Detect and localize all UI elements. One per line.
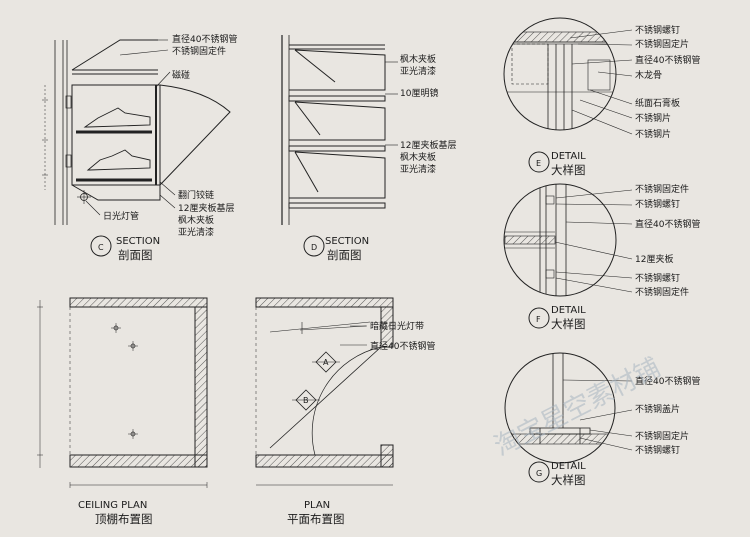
- detail-e-label-6: 不锈钢片: [635, 112, 671, 124]
- section-c-title-en: SECTION: [116, 236, 160, 247]
- section-d-label-6: 亚光清漆: [400, 163, 436, 175]
- section-c-label-2: 不锈钢固定件: [172, 45, 226, 57]
- detail-e-label-7: 不锈钢片: [635, 128, 671, 140]
- section-c-mark: C: [98, 243, 104, 252]
- detail-e-title-cn: 大样图: [551, 163, 586, 177]
- section-c-drawing: [42, 39, 231, 257]
- section-d-label-5: 枫木夹板: [400, 151, 436, 163]
- section-d-label-2: 亚光清漆: [400, 65, 436, 77]
- section-c-label-5: 12厘夹板基层: [178, 202, 234, 214]
- detail-f-mark: F: [536, 315, 541, 324]
- plan-label-2: 直径40不锈钢管: [370, 340, 435, 352]
- section-c-label-1: 直径40不锈钢管: [172, 33, 237, 45]
- detail-g-mark: G: [536, 469, 542, 478]
- detail-f-label-2: 不锈钢螺钉: [635, 198, 680, 210]
- plan-title-en: PLAN: [304, 500, 330, 511]
- section-d-mark: D: [311, 243, 317, 252]
- plan-label-1: 暗藏日光灯带: [370, 320, 424, 332]
- section-c-label-3: 磁碰: [172, 69, 190, 81]
- detail-e-label-2: 不锈钢固定片: [635, 38, 689, 50]
- detail-f-drawing: [503, 183, 633, 329]
- detail-f-title-en: DETAIL: [551, 305, 586, 316]
- plan-drawing: [255, 297, 394, 486]
- plan-marker-a: A: [323, 358, 329, 367]
- detail-g-label-3: 不锈钢固定片: [635, 430, 689, 442]
- section-c-label-4: 翻门铰链: [178, 189, 214, 201]
- section-d-drawing: [281, 35, 398, 257]
- detail-f-label-1: 不锈钢固定件: [635, 183, 689, 195]
- section-d-label-3: 10厘明镜: [400, 87, 438, 99]
- detail-g-title-cn: 大样图: [551, 473, 586, 487]
- detail-e-label-5: 纸面石膏板: [635, 97, 680, 109]
- section-d-label-1: 枫木夹板: [400, 53, 436, 65]
- ceiling-plan-drawing: [37, 297, 208, 488]
- plan-title-cn: 平面布置图: [287, 512, 345, 526]
- detail-e-label-4: 木龙骨: [635, 69, 662, 81]
- detail-e-drawing: [503, 17, 633, 173]
- detail-e-label-3: 直径40不锈钢管: [635, 54, 700, 66]
- detail-f-label-5: 不锈钢螺钉: [635, 272, 680, 284]
- detail-e-label-1: 不锈钢螺钉: [635, 24, 680, 36]
- section-d-title-en: SECTION: [325, 236, 369, 247]
- section-d-label-4: 12厘夹板基层: [400, 139, 456, 151]
- detail-g-label-1: 直径40不锈钢管: [635, 375, 700, 387]
- detail-g-label-4: 不锈钢螺钉: [635, 444, 680, 456]
- detail-f-title-cn: 大样图: [551, 317, 586, 331]
- section-d-title-cn: 剖面图: [327, 248, 362, 262]
- detail-f-label-3: 直径40不锈钢管: [635, 218, 700, 230]
- plan-marker-b: B: [303, 396, 309, 405]
- section-c-label-8: 日光灯管: [103, 210, 139, 222]
- detail-f-label-6: 不锈钢固定件: [635, 286, 689, 298]
- detail-f-label-4: 12厘夹板: [635, 253, 673, 265]
- detail-e-title-en: DETAIL: [551, 151, 586, 162]
- section-c-title-cn: 剖面图: [118, 248, 153, 262]
- section-c-label-6: 枫木夹板: [178, 214, 214, 226]
- ceiling-plan-title-cn: 顶棚布置图: [95, 512, 153, 526]
- ceiling-plan-title-en: CEILING PLAN: [78, 500, 147, 511]
- detail-g-label-2: 不锈钢盖片: [635, 403, 680, 415]
- detail-e-mark: E: [536, 159, 541, 168]
- section-c-label-7: 亚光清漆: [178, 226, 214, 238]
- detail-g-drawing: [504, 352, 633, 483]
- detail-g-title-en: DETAIL: [551, 461, 586, 472]
